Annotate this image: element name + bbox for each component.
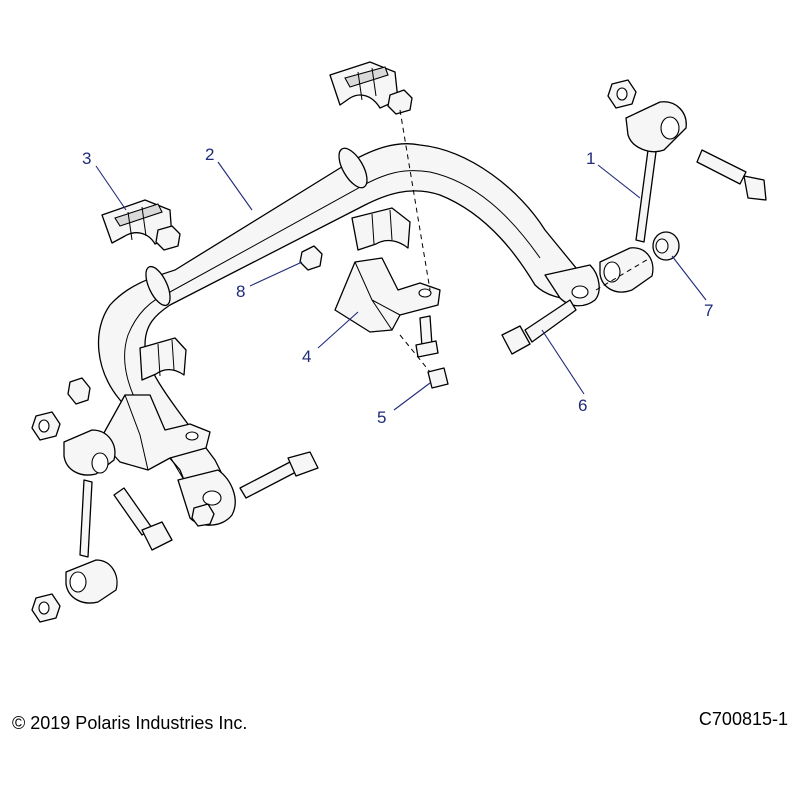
callout-7: 7	[704, 301, 713, 320]
nut-top-right	[607, 79, 637, 109]
nut-left-bolt-end	[191, 503, 215, 527]
bolt-5	[415, 315, 449, 389]
callout-4: 4	[302, 347, 311, 366]
callout-8: 8	[236, 282, 245, 301]
stabilizer-bar	[97, 143, 600, 526]
bolt-left-lower	[113, 487, 173, 551]
callout-5: 5	[377, 408, 386, 427]
bolt-6	[501, 299, 577, 355]
nut-left-bottom	[31, 593, 61, 623]
callout-3: 3	[82, 149, 91, 168]
nut-left-2	[31, 411, 61, 441]
assembly-lines	[399, 109, 651, 373]
callout-1: 1	[586, 149, 595, 168]
stabilizer-link-right	[599, 101, 687, 293]
nut-left-1	[67, 377, 91, 405]
bracket-4	[334, 257, 441, 333]
bushing-3	[101, 199, 181, 251]
drawing-id-text: C700815-1	[698, 709, 788, 729]
callout-2: 2	[205, 145, 214, 164]
callout-leaders	[95, 161, 707, 411]
bushing-top	[329, 61, 413, 115]
bushing-middle	[351, 207, 411, 251]
callout-6: 6	[578, 396, 587, 415]
bracket-lower-left	[99, 394, 211, 471]
bolt-right-upper	[696, 149, 767, 201]
bolt-left-middle	[239, 451, 319, 499]
nut-8	[299, 245, 323, 271]
washer-7	[652, 231, 680, 261]
bushing-lower-left	[139, 337, 187, 381]
stabilizer-link-left	[63, 429, 118, 604]
copyright-text: © 2019 Polaris Industries Inc.	[12, 713, 248, 733]
